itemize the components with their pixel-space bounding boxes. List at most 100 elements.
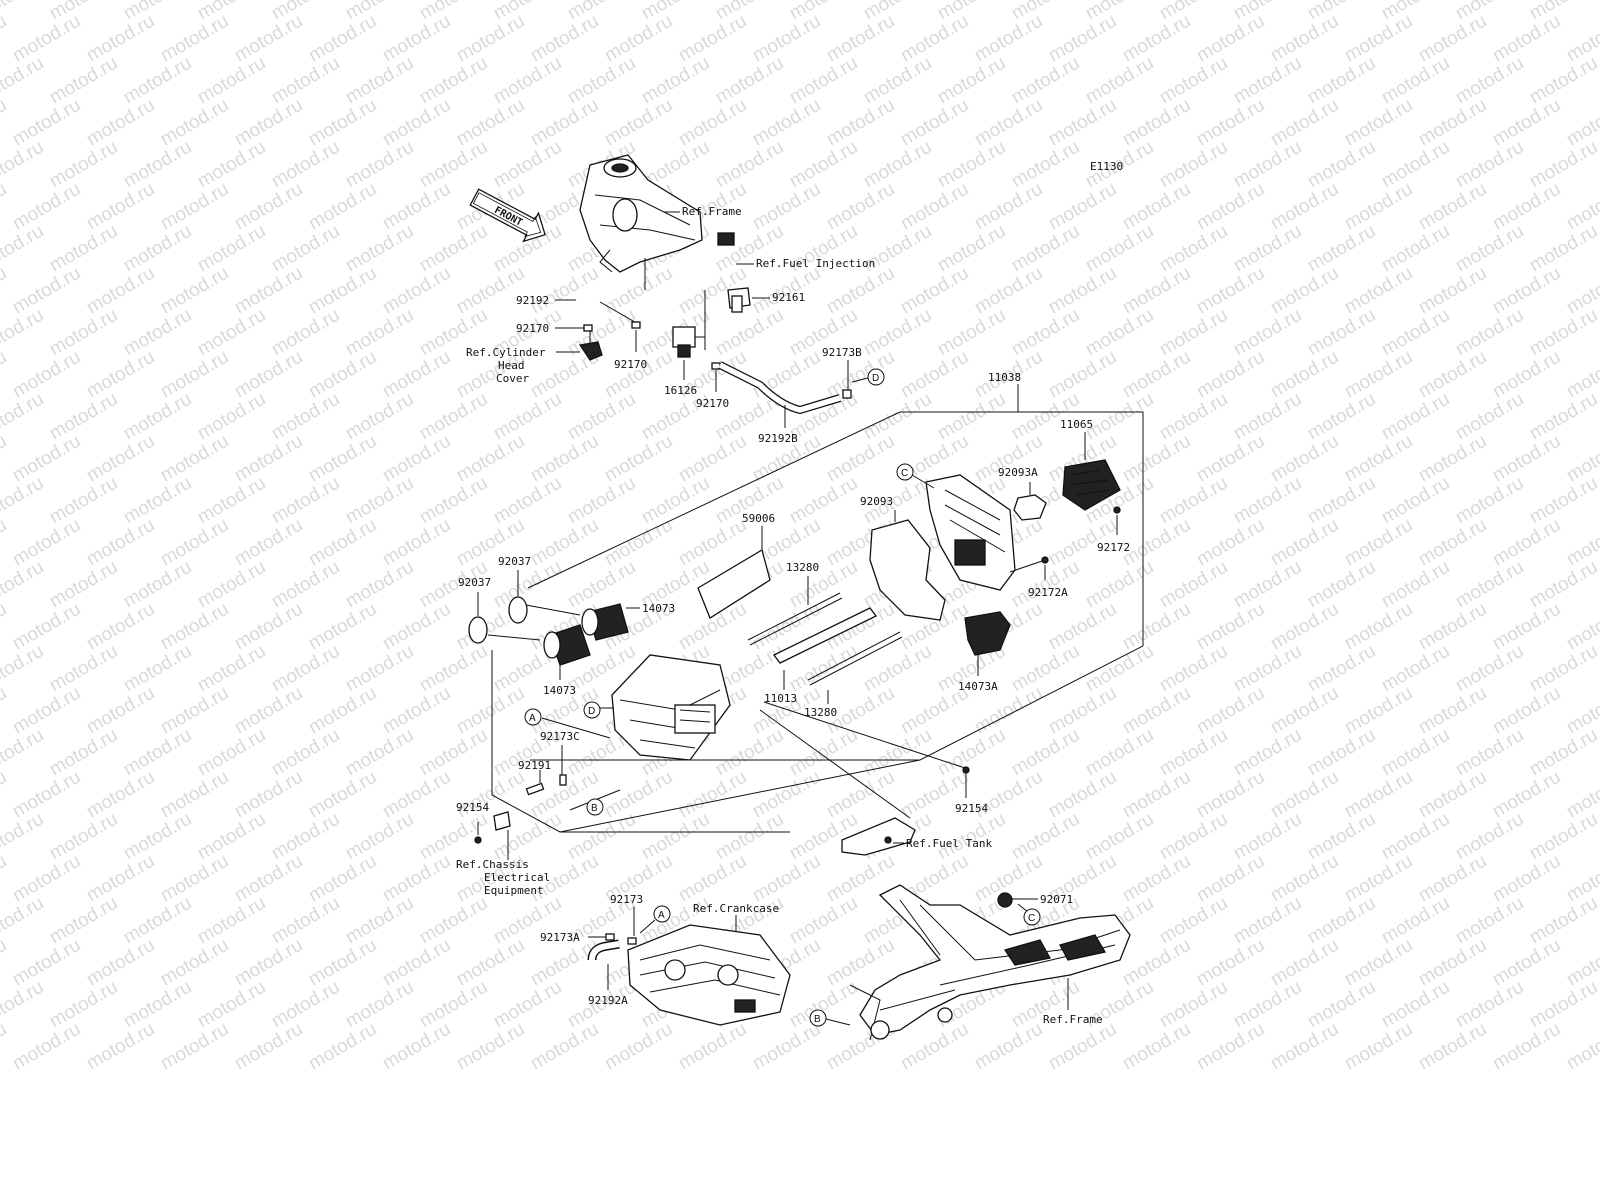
watermark-text: motod.ru <box>1304 389 1379 445</box>
watermark-text: motod.ru <box>601 431 676 487</box>
watermark-text: motod.ru <box>9 179 84 235</box>
watermark-text: motod.ru <box>342 389 417 445</box>
watermark-text: motod.ru <box>194 893 269 949</box>
part-92173C-label: 92173C <box>540 730 580 743</box>
watermark-text: motod.ru <box>1267 1019 1342 1075</box>
watermark-text: motod.ru <box>1304 473 1379 529</box>
watermark-text: motod.ru <box>1526 137 1600 193</box>
watermark-text: motod.ru <box>675 11 750 67</box>
watermark-text: motod.ru <box>1082 389 1157 445</box>
watermark-text: motod.ru <box>83 1019 158 1075</box>
watermark-text: motod.ru <box>1045 95 1120 151</box>
watermark-text: motod.ru <box>416 137 491 193</box>
watermark-text: motod.ru <box>157 515 232 571</box>
part-92192-label: 92192 <box>516 294 549 307</box>
watermark-text: motod.ru <box>268 389 343 445</box>
watermark-text: motod.ru <box>379 1019 454 1075</box>
watermark-text: motod.ru <box>934 389 1009 445</box>
watermark-text: motod.ru <box>268 809 343 865</box>
part-11013-label: 11013 <box>764 692 797 705</box>
part-92170-c-label: 92170 <box>696 397 729 410</box>
watermark-text: motod.ru <box>379 431 454 487</box>
watermark-text: motod.ru <box>0 893 47 949</box>
watermark-text: motod.ru <box>231 515 306 571</box>
watermark-text: motod.ru <box>1156 137 1231 193</box>
watermark-text: motod.ru <box>712 305 787 361</box>
watermark-text: motod.ru <box>194 137 269 193</box>
watermark-text: motod.ru <box>305 851 380 907</box>
watermark-text: motod.ru <box>1526 641 1600 697</box>
watermark-text: motod.ru <box>0 683 10 739</box>
watermark-text: motod.ru <box>305 11 380 67</box>
watermark-text: motod.ru <box>1489 11 1564 67</box>
watermark-text: motod.ru <box>1193 515 1268 571</box>
callout-c-bottom <box>1023 908 1041 926</box>
fuel-tank-bracket-part <box>841 817 916 856</box>
svg-text:C: C <box>1028 913 1035 924</box>
part-92173-label: 92173 <box>610 893 643 906</box>
watermark-text: motod.ru <box>1489 683 1564 739</box>
callout-c-top <box>896 463 914 481</box>
watermark-text: motod.ru <box>9 851 84 907</box>
watermark-text: motod.ru <box>490 977 565 1033</box>
watermark-text: motod.ru <box>1341 347 1416 403</box>
watermark-text: motod.ru <box>749 851 824 907</box>
watermark-text: motod.ru <box>1119 179 1194 235</box>
watermark-text: motod.ru <box>379 599 454 655</box>
watermark-text: motod.ru <box>1341 431 1416 487</box>
callout-b-bottom <box>809 1009 827 1027</box>
watermark-text: motod.ru <box>9 263 84 319</box>
watermark-text: motod.ru <box>1304 809 1379 865</box>
watermark-text: motod.ru <box>0 53 47 109</box>
watermark-text: motod.ru <box>0 1019 10 1075</box>
watermark-text: motod.ru <box>786 53 861 109</box>
part-92192A-label: 92192A <box>588 994 628 1007</box>
watermark-text: motod.ru <box>675 767 750 823</box>
watermark-text: motod.ru <box>1008 641 1083 697</box>
watermark-text: motod.ru <box>0 431 10 487</box>
watermark-text: motod.ru <box>490 53 565 109</box>
watermark-text: motod.ru <box>527 95 602 151</box>
watermark-text: motod.ru <box>786 137 861 193</box>
watermark-text: motod.ru <box>1156 977 1231 1033</box>
watermark-text: motod.ru <box>1119 95 1194 151</box>
watermark-text: motod.ru <box>342 305 417 361</box>
part-92172A-label: 92172A <box>1028 586 1068 599</box>
watermark-text: motod.ru <box>601 767 676 823</box>
watermark-text: motod.ru <box>379 767 454 823</box>
watermark-text: motod.ru <box>9 683 84 739</box>
part-13280-a-label: 13280 <box>786 561 819 574</box>
watermark-text: motod.ru <box>749 1019 824 1075</box>
watermark-text: motod.ru <box>1304 53 1379 109</box>
watermark-text: motod.ru <box>46 893 121 949</box>
watermark-text: motod.ru <box>453 263 528 319</box>
watermark-text: motod.ru <box>749 347 824 403</box>
watermark-text: motod.ru <box>1156 305 1231 361</box>
watermark-text: motod.ru <box>453 431 528 487</box>
watermark-text: motod.ru <box>1156 221 1231 277</box>
watermark-text: motod.ru <box>1267 767 1342 823</box>
watermark-text: motod.ru <box>379 515 454 571</box>
watermark-text: motod.ru <box>860 641 935 697</box>
watermark-text: motod.ru <box>120 977 195 1033</box>
watermark-text: motod.ru <box>9 767 84 823</box>
watermark-text: motod.ru <box>1452 725 1527 781</box>
watermark-text: motod.ru <box>157 683 232 739</box>
watermark-text: motod.ru <box>1304 641 1379 697</box>
main-frame-part <box>849 884 1131 1041</box>
watermark-text: motod.ru <box>9 599 84 655</box>
watermark-text: motod.ru <box>0 11 10 67</box>
watermark-text: motod.ru <box>157 263 232 319</box>
watermark-text: motod.ru <box>268 641 343 697</box>
watermark-text: motod.ru <box>342 641 417 697</box>
watermark-text: motod.ru <box>46 53 121 109</box>
watermark-text: motod.ru <box>416 473 491 529</box>
watermark-text: motod.ru <box>1119 851 1194 907</box>
watermark-text: motod.ru <box>231 263 306 319</box>
watermark-text: motod.ru <box>1230 977 1305 1033</box>
ref-chassis-label-1: Ref.Chassis <box>456 858 529 871</box>
watermark-text: motod.ru <box>83 599 158 655</box>
watermark-text: motod.ru <box>0 515 10 571</box>
watermark-text: motod.ru <box>1082 809 1157 865</box>
watermark-text: motod.ru <box>1082 53 1157 109</box>
